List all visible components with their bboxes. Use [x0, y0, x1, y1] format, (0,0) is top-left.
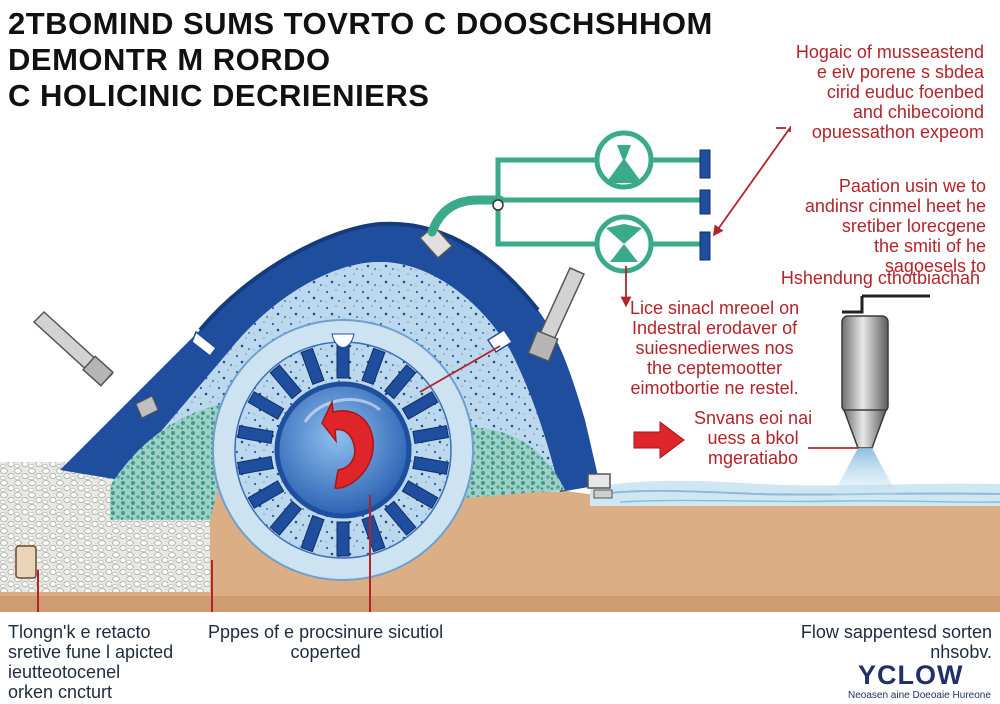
- rotor-blade: [247, 480, 285, 509]
- annotation-line: suiesnedierwes nos: [635, 338, 794, 358]
- rotor-blade: [300, 514, 325, 553]
- left-strut-clamp: [82, 355, 114, 387]
- title-line-1: 2TBOMIND SUMS TOVRTO C DOOSCHSHHOM: [8, 6, 713, 41]
- annotation-line: Snvans eoi nai: [694, 408, 813, 428]
- rotor-blade: [236, 456, 274, 475]
- annotation-line: cirid euduc foenbed: [826, 82, 984, 102]
- left-post: [15, 545, 37, 579]
- annotation-top-right: Hogaic of musseastend e eiv porene s sbd…: [796, 42, 984, 142]
- rotor-blade: [383, 500, 417, 536]
- gauge-lower-needle: [606, 224, 642, 262]
- soil-lower: [0, 596, 1000, 612]
- red-flow-arrow: [633, 421, 685, 459]
- annotation-line: Tlongn'k e retacto: [8, 622, 151, 642]
- rotor-blade: [401, 391, 439, 420]
- annotation-line: Paation usin we to: [838, 176, 986, 196]
- green-pipe-riser: [427, 195, 505, 237]
- nozzle-stem: [842, 296, 864, 314]
- valve-mid: [699, 189, 711, 215]
- rotor-blade: [269, 364, 303, 400]
- annotation-line: opuessathon expeom: [811, 122, 984, 142]
- discharge-fitting: [587, 473, 611, 489]
- annotation-bottom-left: Tlongn'k e retacto sretive fune l apicte…: [8, 622, 173, 702]
- right-bracket: [486, 328, 514, 354]
- right-strut-clamp: [527, 329, 559, 363]
- annotation-line: andinsr cinmel heet he: [804, 196, 986, 216]
- annotation-line: sretiber lorecgene: [841, 216, 986, 236]
- rotor-blade: [412, 456, 450, 475]
- left-strut-fitting: [135, 395, 159, 419]
- annotation-line: mgeratiabo: [708, 448, 799, 468]
- annotation-line: Pppes of e procsinure sicutiol: [208, 622, 444, 642]
- discharge-fitting-2: [593, 489, 613, 499]
- rotor-blade: [361, 514, 386, 553]
- water-wave-1: [599, 489, 1000, 496]
- rotor-blade: [300, 347, 325, 386]
- nozzle-body: [841, 315, 889, 413]
- annotation-line: orken cncturt: [8, 682, 113, 702]
- title-line-3: C HOLICINIC DECRIENIERS: [8, 78, 430, 113]
- rotor-blade: [336, 521, 350, 557]
- rotor-blades: [236, 343, 450, 557]
- left-bracket: [191, 330, 218, 358]
- valve-lower: [699, 231, 711, 261]
- rotor-blade: [361, 347, 386, 386]
- annotation-line: Hogaic of musseastend: [795, 42, 984, 62]
- brand-tagline: Neoasen aine Doeoaie Hureone: [848, 690, 991, 701]
- annotation-bottom-right: Flow sappentesd sorten nhsobv.: [801, 622, 992, 662]
- annotation-line: uess a bkol: [707, 428, 799, 448]
- rotor-blade: [247, 391, 285, 420]
- annotation-line: Flow sappentesd sorten: [800, 622, 992, 642]
- annotation-line: e eiv porene s sbdea: [816, 62, 984, 82]
- intake-notch: [331, 333, 355, 348]
- rotor-blade: [336, 343, 350, 379]
- annotation-line: Hshendung cthotbiachah: [780, 268, 980, 288]
- sediment-left: [110, 400, 240, 520]
- rotor-blade: [269, 500, 303, 536]
- annotation-line: ieutteotocenel: [8, 662, 121, 682]
- spray-cone: [830, 448, 900, 500]
- housing-rim: [198, 221, 540, 332]
- annotation-hshering: Hshendung cthotbiachah: [781, 268, 980, 288]
- annotation-center-mid: Lice sinacl mreoel on Indestral erodaver…: [630, 298, 799, 398]
- rotor-blade: [383, 364, 417, 400]
- annotation-line: Indestral erodaver of: [632, 318, 798, 338]
- annotation-bottom-mid: Pppes of e procsinure sicutiol coperted: [208, 622, 443, 662]
- water-wave-2: [619, 499, 1000, 503]
- diagram-title: 2TBOMIND SUMS TOVRTO C DOOSCHSHHOM DEMON…: [8, 6, 713, 114]
- rotor-blade: [236, 425, 274, 444]
- annotation-line: sagoesels to: [884, 256, 986, 276]
- leader-top-right: [712, 125, 791, 237]
- annotation-line: sretive fune l apicted: [8, 642, 174, 662]
- rotor-blade: [412, 425, 450, 444]
- housing-outline: [60, 223, 600, 492]
- annotation-line: eimotbortie ne restel.: [630, 378, 799, 398]
- annotation-line: the smiti of he: [873, 236, 986, 256]
- brand-logo: YCLOW: [858, 660, 964, 690]
- annotation-line: coperted: [290, 642, 361, 662]
- right-strut: [536, 267, 586, 345]
- rotor-hub: [274, 381, 412, 519]
- annotation-line: the ceptemootter: [647, 358, 783, 378]
- annotation-mid-right: Paation usin we to andinsr cinmel heet h…: [805, 176, 986, 276]
- valve-upper: [699, 149, 711, 179]
- gauge-upper-needle: [606, 144, 642, 183]
- annotation-line: and chibecoiond: [852, 102, 984, 122]
- leader-center-mid: [419, 345, 501, 393]
- annotation-line: nhsobv.: [930, 642, 992, 662]
- nozzle-tip: [842, 409, 888, 449]
- title-line-2: DEMONTR M RORDO: [8, 42, 331, 77]
- pipe-junction: [492, 199, 504, 211]
- hub-highlight: [303, 398, 382, 423]
- annotation-center-low: Snvans eoi nai uess a bkol mgeratiabo: [694, 408, 812, 468]
- rotation-arrow-icon: [321, 399, 374, 489]
- rotor-blade: [401, 480, 439, 509]
- annotation-line: Lice sinacl mreoel on: [630, 298, 800, 318]
